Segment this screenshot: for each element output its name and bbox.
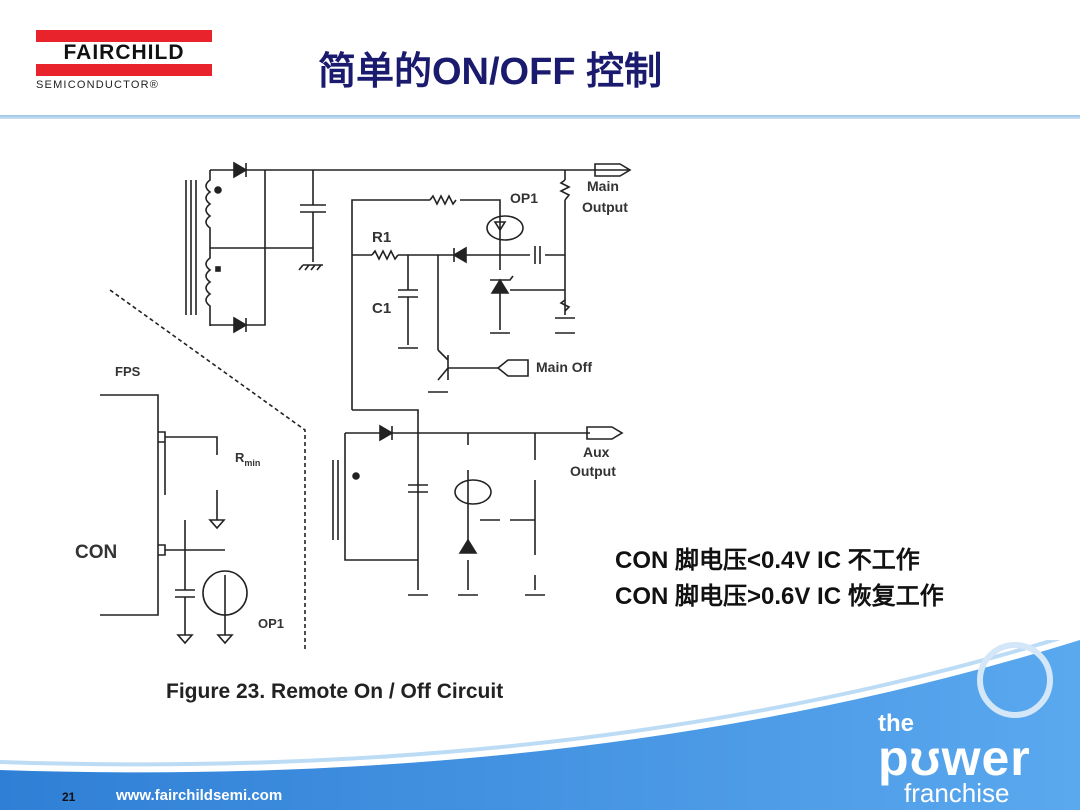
- fps-label: FPS: [115, 364, 141, 379]
- zener-diode-icon: [458, 538, 478, 554]
- fairchild-logo: FAIRCHILD SEMICONDUCTOR®: [36, 30, 212, 91]
- transformer-icon: [185, 170, 222, 326]
- logo-subtitle: SEMICONDUCTOR®: [36, 79, 160, 91]
- resistor-r1-icon: [371, 249, 399, 261]
- resistor-icon: [429, 194, 457, 206]
- logo-name: FAIRCHILD: [63, 41, 185, 64]
- page-number: 21: [62, 790, 76, 804]
- brand-the: the: [878, 710, 914, 737]
- figure-caption: Figure 23. Remote On / Off Circuit: [166, 680, 504, 703]
- capacitor-icon: [534, 246, 541, 264]
- ground-icon: [298, 264, 323, 271]
- main-output-arrow: [594, 163, 632, 177]
- optocoupler-transistor-icon: [202, 570, 248, 616]
- brand-franchise: franchise: [904, 778, 1010, 808]
- capacitor-icon: [300, 170, 326, 262]
- aux-output-label: Aux: [583, 444, 610, 460]
- main-off-label: Main Off: [536, 359, 592, 375]
- ground-icons: [398, 317, 575, 393]
- transistor-icon: [437, 349, 498, 381]
- capacitor-icon: [408, 484, 428, 493]
- main-output-label-2: Output: [582, 199, 628, 215]
- main-output-label: Main: [587, 178, 619, 194]
- footer-background: [0, 640, 1080, 810]
- diode-icon: [233, 161, 248, 179]
- footer-url[interactable]: www.fairchildsemi.com: [116, 787, 283, 804]
- capacitor-c1-icon: [398, 255, 418, 345]
- diode-icon: [233, 316, 248, 334]
- note-line-1: CON 脚电压<0.4V IC 不工作: [615, 547, 920, 574]
- diode-icon: [379, 424, 394, 442]
- aux-output-label-2: Output: [570, 463, 616, 479]
- op1-bottom-label: OP1: [258, 616, 284, 631]
- optocoupler-led-icon: [486, 215, 524, 241]
- aux-output-arrow: [586, 426, 624, 440]
- main-off-input: [496, 359, 529, 377]
- aux-transformer-icon: [332, 460, 360, 540]
- op1-label: OP1: [510, 190, 538, 206]
- slide-title: 简单的ON/OFF 控制: [318, 51, 663, 93]
- optocoupler-led-icon: [454, 479, 492, 505]
- power-franchise-logo: the pʊwer franchise: [878, 710, 1031, 808]
- diode-icon: [452, 246, 467, 264]
- zener-diode-icon: [490, 275, 514, 294]
- note-line-2: CON 脚电压>0.6V IC 恢复工作: [615, 583, 944, 610]
- brand-power: pʊwer: [878, 730, 1031, 786]
- header-divider: [0, 115, 1080, 119]
- con-label: CON: [75, 542, 117, 563]
- r1-label: R1: [372, 229, 391, 246]
- resistor-icon: [559, 179, 571, 312]
- c1-label: C1: [372, 300, 391, 317]
- rmin-label: Rmin: [235, 450, 260, 468]
